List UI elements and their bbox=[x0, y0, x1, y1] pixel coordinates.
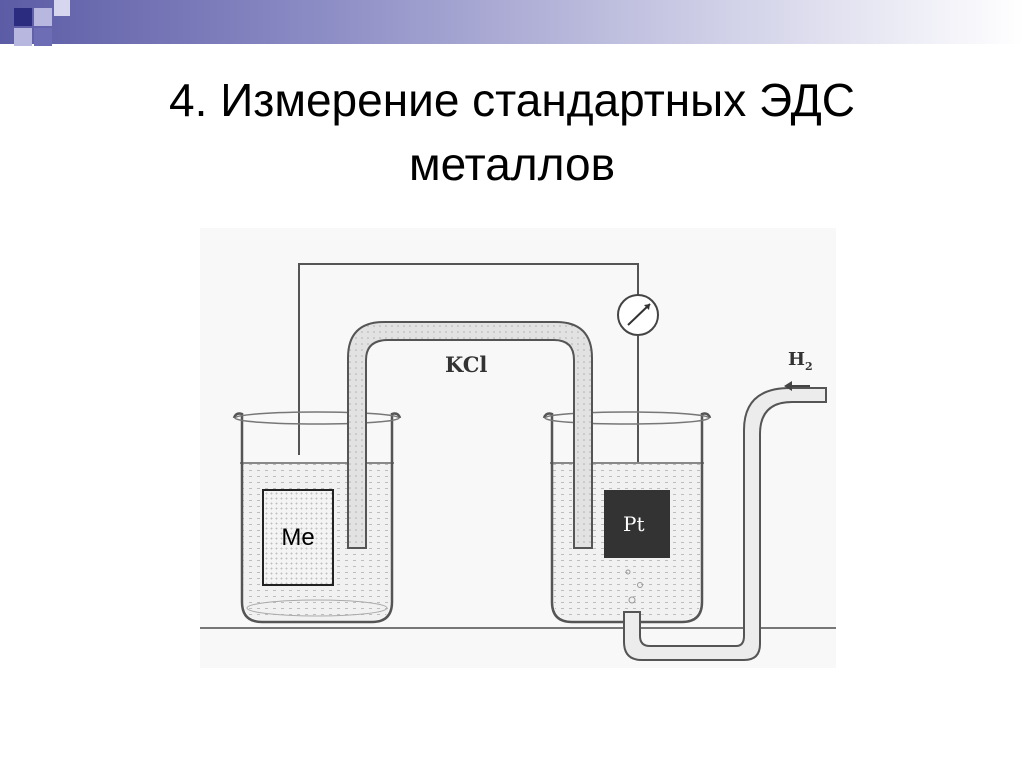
gas-label-subscript: 2 bbox=[805, 360, 813, 373]
external-wire bbox=[298, 263, 639, 455]
metal-electrode: Me bbox=[262, 489, 334, 586]
corner-square-mid bbox=[34, 28, 52, 46]
corner-square-light bbox=[54, 0, 70, 16]
metal-electrode-label: Me bbox=[281, 523, 315, 551]
gas-label-main: H bbox=[788, 349, 805, 370]
platinum-electrode bbox=[604, 490, 670, 558]
corner-square-light bbox=[14, 28, 32, 46]
slide-title-line-1: 4. Измерение стандартных ЭДС bbox=[169, 74, 855, 126]
corner-square-dark bbox=[14, 8, 32, 26]
header-band bbox=[0, 0, 1024, 44]
gas-label: H2 bbox=[788, 349, 813, 373]
platinum-electrode-label: Pt bbox=[623, 512, 645, 536]
voltmeter-icon bbox=[617, 294, 659, 336]
slide-title: 4. Измерение стандартных ЭДС металлов bbox=[40, 68, 984, 196]
hydrogen-bubbles bbox=[625, 569, 643, 604]
hydrogen-tube bbox=[623, 387, 827, 661]
corner-square-light bbox=[34, 8, 52, 26]
salt-bridge-label: KCl bbox=[445, 352, 487, 377]
slide-title-line-2: металлов bbox=[408, 138, 616, 190]
left-beaker bbox=[232, 412, 402, 624]
salt-bridge-tube bbox=[347, 321, 593, 549]
